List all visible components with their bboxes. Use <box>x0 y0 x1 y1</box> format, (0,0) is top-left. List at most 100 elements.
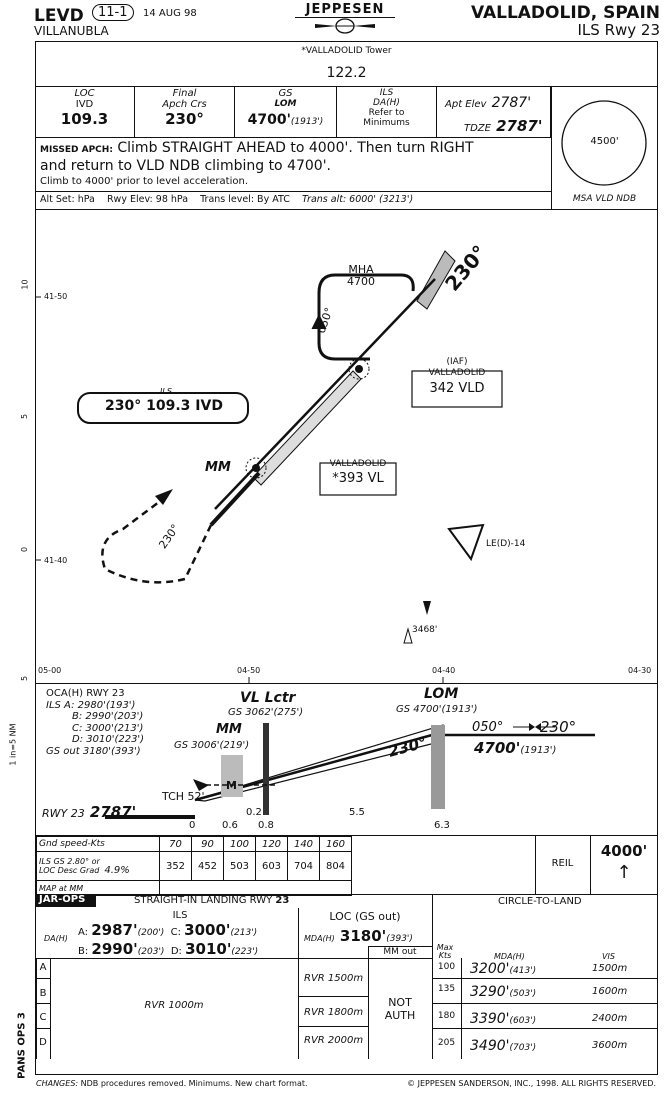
ils-rvr: RVR 1000m <box>144 1000 204 1011</box>
divider <box>368 946 369 1059</box>
loc-minima: MDA(H) 3180'(393') <box>304 927 413 945</box>
reil-label: REIL <box>551 858 574 869</box>
category-label: D <box>39 1037 47 1048</box>
oca-block: OCA(H) RWY 23 ILS A: 2980'(193') B: 2990… <box>46 688 145 757</box>
icao-code: LEVD <box>34 6 84 26</box>
divider <box>35 683 658 684</box>
hold-inbound: 230° <box>540 718 577 736</box>
divider <box>432 958 433 1059</box>
tower-frequency: 122.2 <box>326 65 367 81</box>
hold-outbound: 050° <box>472 720 504 735</box>
loc-minima-title: LOC (GS out) <box>329 910 401 923</box>
msa-label: MSA VLD NDB <box>572 194 637 204</box>
lctr-name: VALLADOLID <box>329 459 387 469</box>
divider <box>36 958 432 959</box>
divider <box>35 835 658 836</box>
category-label: B <box>39 988 47 999</box>
loc-rvr-a: RVR 1500m <box>304 973 364 984</box>
speed-cell: 160 <box>319 836 352 852</box>
ndb-name: VALLADOLID <box>428 368 486 378</box>
msa-circle <box>561 100 647 186</box>
divider <box>35 137 551 138</box>
rate-cell: 452 <box>191 851 224 881</box>
lat-label-2: 41-40 <box>44 556 68 565</box>
gs-box: GS LOM 4700'(1913') <box>235 86 337 137</box>
speed-cell: 140 <box>287 836 320 852</box>
lom-label: LOM <box>424 686 459 702</box>
msa-altitude: 4500' <box>590 136 619 147</box>
chart-page-number: 11-1 <box>92 4 134 21</box>
speed-row-label: Gnd speed-Kts <box>36 836 160 852</box>
divider <box>35 86 658 87</box>
rate-cell: 603 <box>255 851 288 881</box>
tower-label: *VALLADOLID Tower <box>301 46 392 56</box>
pans-ops-side-label: PANS OPS 3 <box>16 1012 28 1079</box>
divider <box>35 191 551 192</box>
lctr-frequency: *393 VL <box>332 471 384 486</box>
city-name: VALLADOLID, SPAIN <box>470 3 660 23</box>
scale-label-10: 10 <box>20 279 30 290</box>
vl-lctr-marker <box>263 723 269 815</box>
lon-label-1: 05-00 <box>38 666 62 675</box>
airport-name: VILLANUBLA <box>34 24 109 38</box>
dist-63: 6.3 <box>434 820 450 831</box>
m-marker-label: M <box>226 779 237 792</box>
speed-cell: 90 <box>191 836 224 852</box>
missed-approach: MISSED APCH: Climb STRAIGHT AHEAD to 400… <box>40 140 474 187</box>
loc-rvr-c: RVR 1800m <box>304 1007 364 1018</box>
iaf-label: (IAF) <box>446 357 468 367</box>
lat-label-1: 41-50 <box>44 292 68 301</box>
final-apch-box: Final Apch Crs 230° <box>135 86 235 137</box>
rwy-label: RWY 23 2787' <box>42 803 137 821</box>
footer: CHANGES: NDB procedures removed. Minimum… <box>36 1079 656 1088</box>
mm-marker <box>221 755 243 797</box>
globe-icon <box>315 18 375 34</box>
category-label: C <box>39 1012 47 1023</box>
dist-06: 0.6 <box>222 820 238 831</box>
scale-label-5: 5 <box>20 413 30 420</box>
tch-label: TCH 52' <box>162 790 205 803</box>
vl-lctr-gs: GS 3062'(275') <box>228 707 304 718</box>
lon-label-4: 04-30 <box>628 666 652 675</box>
hold-altitude: 4700'(1913') <box>474 739 557 757</box>
divider <box>36 1028 50 1029</box>
chart-frame <box>35 41 658 1075</box>
restricted-area-symbol <box>447 523 485 562</box>
mm-locator-symbol <box>245 457 267 479</box>
loc-rvr-d: RVR 2000m <box>304 1035 364 1046</box>
mm-label: MM <box>205 460 231 475</box>
lom-gs: GS 4700'(1913') <box>396 704 478 715</box>
scale-label-5b: 5 <box>20 675 30 682</box>
divider <box>590 836 591 894</box>
profile-view <box>105 723 595 819</box>
circle-row: 135 3290'(503') 1600m <box>432 978 658 1004</box>
lom-marker <box>431 725 445 809</box>
altimeter-row: Alt Set: hPa Rwy Elev: 98 hPa Trans leve… <box>40 194 414 205</box>
rate-cell: 704 <box>287 851 320 881</box>
ils-da-box: ILS DA(H) Refer to Minimums <box>337 86 437 137</box>
speed-cell: 120 <box>255 836 288 852</box>
circle-row: 180 3390'(603') 2400m <box>432 1003 658 1029</box>
ils-identifier-box: 230° 109.3 IVD <box>105 398 223 414</box>
category-label: A <box>39 962 47 973</box>
lon-label-2: 04-50 <box>237 666 261 675</box>
mm-gs: GS 3006'(219') <box>174 740 250 751</box>
rate-cell: 352 <box>159 851 192 881</box>
divider <box>35 894 658 895</box>
divider <box>36 1003 50 1004</box>
divider <box>535 836 536 894</box>
circle-row: 100 3200'(413') 1500m <box>432 958 658 979</box>
descent-row-label: ILS GS 2.80° or LOC Desc Grad 4.9% <box>36 851 160 881</box>
elev-box: Apt Elev 2787' TDZE 2787' <box>437 86 551 137</box>
speed-cell: 70 <box>159 836 192 852</box>
circle-vis-header: VIS <box>602 952 615 961</box>
ndb-vld-symbol <box>348 358 370 380</box>
obstacle-elevation: 3468' <box>412 625 438 635</box>
plan-view <box>35 250 503 683</box>
jar-ops-label: JAR-OPS <box>36 894 96 907</box>
ils-box-title: ILS <box>160 387 172 396</box>
lon-label-3: 04-40 <box>432 666 456 675</box>
